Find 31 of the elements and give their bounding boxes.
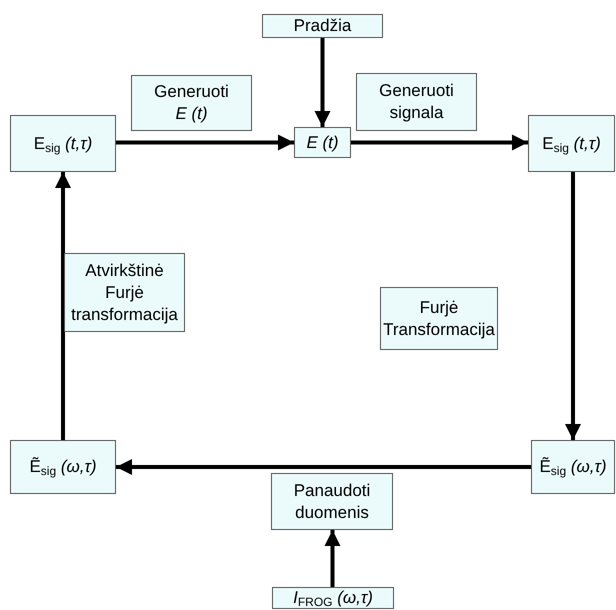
arrow — [351, 134, 528, 150]
arrow — [116, 134, 294, 150]
process-box — [531, 440, 615, 494]
process-box — [262, 14, 383, 38]
box-label: Ẽ$_{sig}$ (ω,τ) — [539, 456, 607, 478]
box-label: Ẽ$_{sig}$ (ω,τ) — [29, 456, 97, 478]
process-box — [356, 73, 477, 131]
process-box — [528, 115, 615, 172]
box-label: Furjė Transformacija — [382, 296, 496, 340]
arrow — [324, 530, 340, 587]
box-label: Generuoti E (t) — [153, 81, 230, 125]
process-box — [272, 587, 394, 609]
box-label: Atvirkštinė Furjė transformacija — [70, 260, 179, 326]
box-label: Panaudoti duomenis — [292, 480, 372, 524]
process-box — [10, 115, 116, 172]
arrow — [116, 459, 531, 475]
process-box — [131, 75, 252, 131]
box-label: Generuoti signala — [378, 80, 455, 124]
box-label: Pradžia — [294, 15, 352, 37]
process-box — [10, 440, 116, 494]
arrow — [314, 38, 330, 127]
box-label: E$_{sig}$ (t,τ) — [542, 132, 601, 154]
process-box — [380, 287, 498, 350]
box-label: I$_{FROG}$ (ω,τ) — [293, 587, 373, 609]
arrow — [565, 172, 581, 440]
process-box — [64, 253, 185, 332]
process-box — [271, 473, 393, 530]
process-box — [294, 127, 351, 158]
box-label: E$_{sig}$ (t,τ) — [34, 132, 92, 154]
box-label: E (t) — [306, 132, 339, 154]
arrow — [55, 172, 71, 440]
